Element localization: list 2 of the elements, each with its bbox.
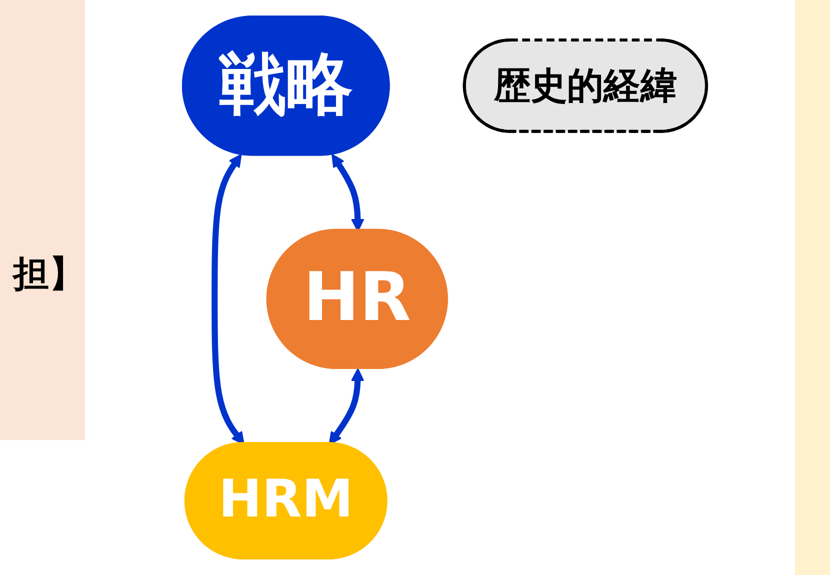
arrow <box>328 368 364 445</box>
heading-fragment: 担】 <box>13 254 85 295</box>
